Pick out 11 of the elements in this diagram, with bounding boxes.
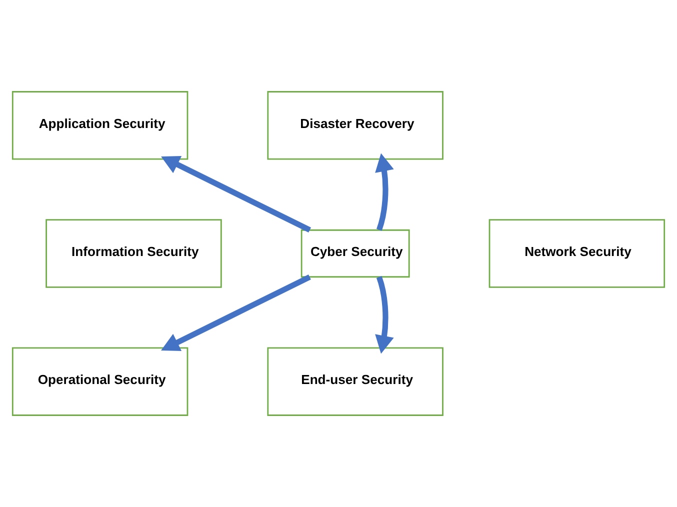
arrow	[161, 156, 312, 233]
node-box: Disaster Recovery	[267, 91, 444, 160]
node-box: Network Security	[488, 219, 666, 288]
node-box: Application Security	[12, 91, 188, 160]
node-box: Information Security	[46, 219, 222, 288]
node-box: Operational Security	[12, 347, 188, 416]
node-box: Cyber Security	[300, 229, 410, 278]
arrow	[375, 153, 394, 231]
arrow	[375, 276, 394, 354]
arrow	[161, 274, 311, 352]
node-box: End-user Security	[267, 347, 444, 416]
